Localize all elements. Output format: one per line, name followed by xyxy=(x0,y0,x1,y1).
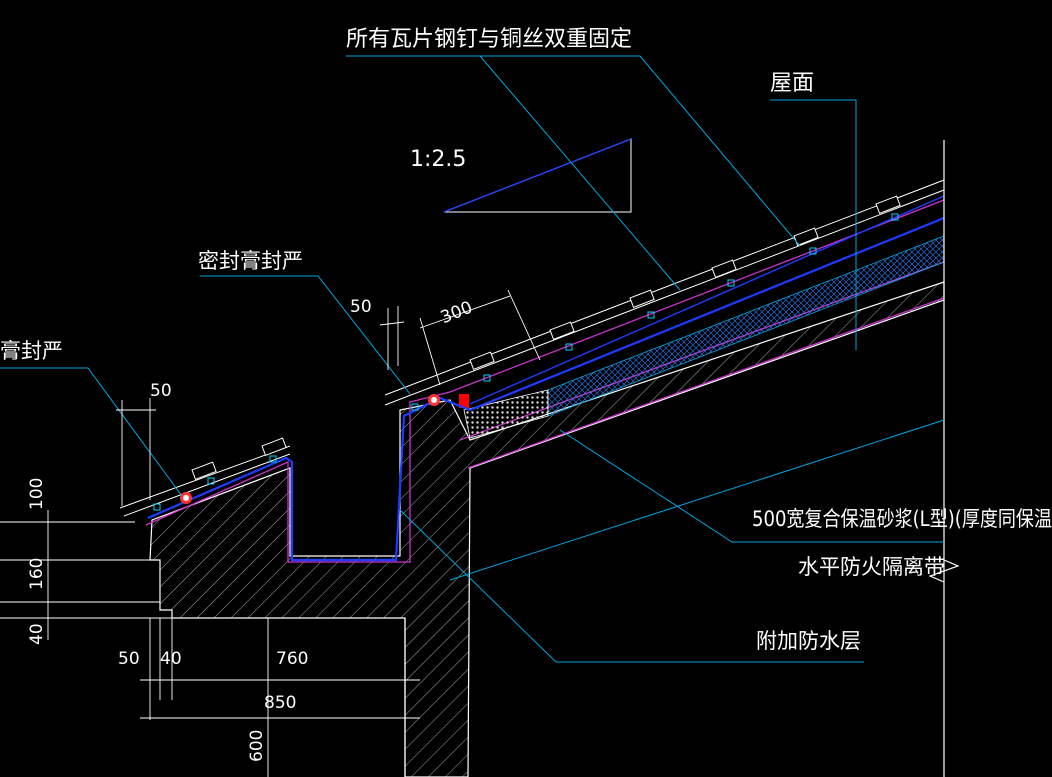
break-symbol xyxy=(928,559,960,583)
label-waterproof: 附加防水层 xyxy=(756,629,861,653)
leader-lines xyxy=(0,55,945,663)
label-roof: 屋面 xyxy=(770,71,814,96)
label-fixing: 所有瓦片钢钉与铜丝双重固定 xyxy=(346,27,632,52)
insulation-line-2 xyxy=(467,297,945,469)
label-seal-mid: 密封膏封严 xyxy=(198,249,303,273)
insulation-board xyxy=(547,235,945,417)
dim-600: 600 xyxy=(247,730,267,762)
red-seal-block xyxy=(459,394,469,408)
dim-40-vertical: 40 xyxy=(27,623,47,645)
dim-300: 300 xyxy=(438,297,476,328)
slope-hypotenuse xyxy=(443,138,632,213)
dim-160: 160 xyxy=(27,558,47,590)
waterproof-membrane xyxy=(147,216,945,562)
tile-nails xyxy=(153,213,899,511)
sealant-points xyxy=(180,394,440,504)
thermal-mortar-strip xyxy=(463,389,549,439)
concrete-eave-body xyxy=(149,281,945,777)
label-firebreak: 水平防火隔离带 xyxy=(798,555,945,579)
dim-50-left: 50 xyxy=(150,381,172,401)
tile-battens xyxy=(191,195,901,480)
dim-760: 760 xyxy=(276,649,308,669)
dim-50-top: 50 xyxy=(350,297,372,317)
dim-50-bottom: 50 xyxy=(118,649,140,669)
label-mortar: 500宽复合保温砂浆(L型)(厚度同保温 xyxy=(752,507,1052,531)
label-slope: 1:2.5 xyxy=(410,147,466,172)
roof-membrane-upper xyxy=(469,195,945,405)
dim-40-bottom: 40 xyxy=(160,649,182,669)
label-seal-left: 膏封严 xyxy=(0,339,63,363)
dim-850: 850 xyxy=(264,693,296,713)
roof-tiles xyxy=(119,179,945,517)
dimension-lines xyxy=(0,289,541,777)
dim-100: 100 xyxy=(27,478,47,510)
insulation-line-1 xyxy=(145,199,945,563)
